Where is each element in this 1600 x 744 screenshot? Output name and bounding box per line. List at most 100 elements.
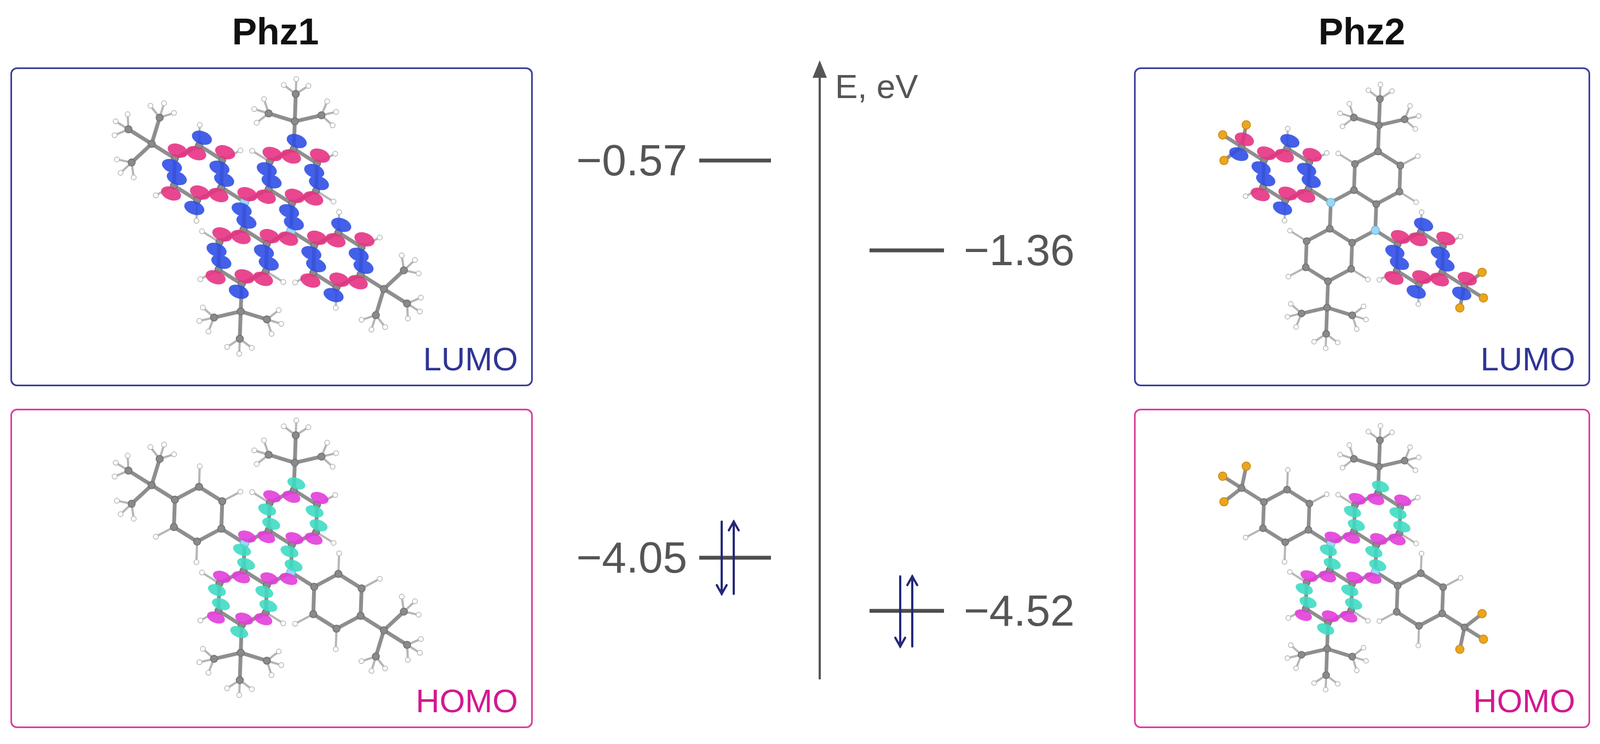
chemical-bond bbox=[131, 144, 152, 163]
atom-sphere bbox=[1419, 550, 1425, 556]
atom-sphere bbox=[403, 641, 411, 649]
atom-sphere bbox=[1415, 495, 1421, 500]
orbital-lobe bbox=[1339, 582, 1360, 598]
atom-sphere bbox=[1350, 186, 1358, 194]
orbital-lobe bbox=[1249, 158, 1273, 178]
atom-sphere bbox=[112, 473, 118, 479]
chemical-bond bbox=[383, 630, 407, 646]
atom-sphere bbox=[1416, 113, 1422, 119]
orbital-lobe bbox=[1368, 530, 1389, 547]
chemical-bond bbox=[1285, 529, 1309, 543]
atom-sphere bbox=[118, 511, 124, 517]
orbital-lobe bbox=[187, 182, 212, 203]
orbital-lobe bbox=[1270, 198, 1294, 218]
atom-sphere bbox=[1259, 524, 1266, 532]
atom-sphere bbox=[251, 106, 257, 112]
atom-sphere bbox=[318, 111, 326, 119]
atom-sphere bbox=[1322, 330, 1330, 337]
atom-sphere bbox=[1396, 188, 1403, 195]
atom-sphere bbox=[238, 488, 244, 494]
atom-sphere bbox=[265, 110, 273, 118]
atom-sphere bbox=[382, 324, 388, 330]
atom-sphere bbox=[1354, 667, 1360, 673]
chemical-bond bbox=[239, 652, 241, 680]
atom-sphere bbox=[1401, 116, 1408, 123]
chemical-bond bbox=[1396, 585, 1398, 612]
atom-sphere bbox=[276, 307, 282, 313]
atom-sphere bbox=[400, 266, 408, 274]
orbital-lobe bbox=[323, 230, 348, 251]
atom-sphere bbox=[333, 109, 339, 115]
chemical-bond bbox=[338, 573, 362, 589]
electron-arrow bbox=[911, 576, 914, 647]
chemical-bond bbox=[1326, 648, 1328, 675]
orbital-lobe bbox=[258, 569, 280, 587]
atom-sphere bbox=[1375, 121, 1383, 129]
atom-sphere bbox=[224, 685, 230, 691]
atom-sphere bbox=[1375, 462, 1383, 470]
chemical-bond bbox=[1442, 613, 1465, 628]
chemical-bond bbox=[360, 588, 362, 616]
orbital-lobe bbox=[1318, 542, 1339, 558]
atom-sphere bbox=[1376, 436, 1384, 443]
energy-value: −4.52 bbox=[963, 585, 1075, 636]
electron-pair bbox=[716, 521, 739, 594]
atom-sphere bbox=[1350, 113, 1357, 121]
orbital-lobe bbox=[1428, 269, 1452, 289]
orbital-lobe bbox=[159, 156, 184, 176]
atom-sphere bbox=[261, 437, 267, 443]
atom-sphere bbox=[1324, 491, 1330, 497]
orbital-lobe bbox=[252, 610, 275, 628]
orbital-lobe bbox=[1293, 606, 1314, 623]
chemical-bond bbox=[375, 630, 384, 657]
atom-sphere bbox=[1407, 444, 1413, 450]
atom-sphere bbox=[1477, 608, 1487, 618]
chemical-bond bbox=[1354, 117, 1380, 126]
atom-sphere bbox=[1323, 645, 1331, 652]
atom-sphere bbox=[372, 311, 380, 319]
orbital-lobe bbox=[233, 609, 255, 627]
orbital-lobe bbox=[1412, 215, 1436, 234]
orbital-lobe bbox=[1367, 556, 1388, 573]
atom-sphere bbox=[332, 492, 338, 498]
atom-sphere bbox=[292, 279, 298, 285]
atom-sphere bbox=[382, 665, 388, 671]
orbital-lobe bbox=[165, 140, 191, 161]
atom-sphere bbox=[336, 209, 342, 215]
chemical-bond bbox=[1327, 268, 1351, 282]
atom-sphere bbox=[332, 624, 341, 632]
atom-sphere bbox=[1285, 467, 1291, 473]
electron-arrowhead bbox=[716, 584, 727, 594]
orbital-lobe bbox=[1232, 129, 1256, 149]
orbital-lobes bbox=[1227, 129, 1479, 303]
atom-sphere bbox=[1366, 428, 1372, 434]
chemical-bond bbox=[1376, 191, 1400, 205]
atom-sphere bbox=[1324, 150, 1330, 156]
chemical-bond bbox=[1241, 487, 1265, 503]
orbital-lobe bbox=[206, 581, 228, 599]
electron-arrow bbox=[720, 521, 723, 594]
molecule-title: Phz2 bbox=[1318, 9, 1406, 53]
orbital-panel: HOMO bbox=[10, 408, 533, 728]
chemical-bond bbox=[294, 94, 296, 122]
atom-sphere bbox=[1282, 559, 1288, 564]
atom-sphere bbox=[324, 98, 330, 104]
atom-sphere bbox=[197, 318, 203, 324]
atom-sphere bbox=[193, 537, 201, 545]
atom-sphere bbox=[263, 657, 271, 665]
atom-sphere bbox=[236, 350, 242, 356]
orbital-lobe bbox=[327, 269, 352, 290]
atom-sphere bbox=[249, 148, 255, 154]
atom-sphere bbox=[131, 515, 137, 521]
orbital-lobe bbox=[1449, 284, 1473, 303]
atom-sphere bbox=[1348, 652, 1356, 660]
chemical-bond bbox=[1263, 501, 1265, 528]
orbital-lobe bbox=[182, 198, 207, 218]
atom-sphere bbox=[249, 489, 255, 495]
atom-sphere bbox=[156, 455, 164, 463]
atom-sphere bbox=[1322, 671, 1330, 678]
chemical-bond bbox=[313, 586, 315, 614]
atom-sphere bbox=[156, 113, 164, 122]
atom-sphere bbox=[1288, 301, 1294, 307]
